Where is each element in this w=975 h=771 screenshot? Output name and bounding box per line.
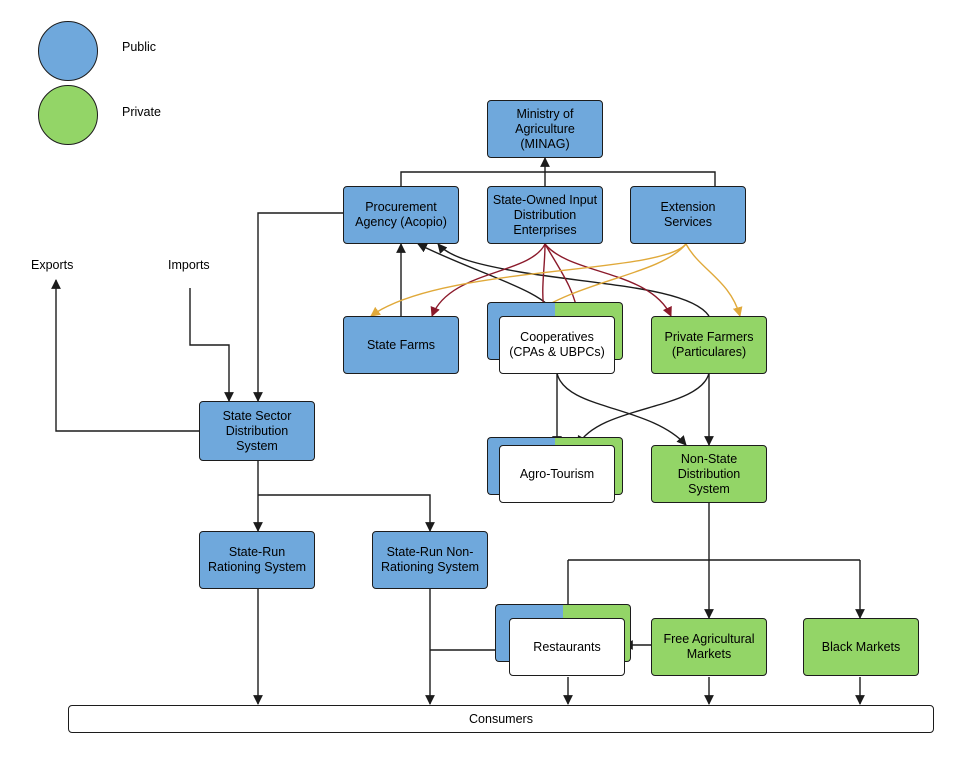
edge-cooperatives-to-nonstate	[556, 372, 687, 446]
legend-public-swatch	[38, 21, 98, 81]
node-free-agricultural-markets: Free Agricultural Markets	[651, 618, 767, 676]
edge-extension-to-statefarms	[370, 243, 687, 317]
node-rationing-system: State-Run Rationing System	[199, 531, 315, 589]
exports-label: Exports	[31, 258, 74, 272]
node-state-sector-distribution: State Sector Distribution System	[199, 401, 315, 461]
node-black-markets: Black Markets	[803, 618, 919, 676]
legend-private-swatch	[38, 85, 98, 145]
legend-private-label: Private	[122, 105, 161, 119]
node-extension-services: Extension Services	[630, 186, 746, 244]
node-private-farmers: Private Farmers (Particulares)	[651, 316, 767, 374]
node-state-farms: State Farms	[343, 316, 459, 374]
edge-privatefarmers-to-agrotourism	[577, 372, 710, 446]
edge-imports-to-state-distribution	[189, 288, 234, 402]
node-consumers: Consumers	[68, 705, 934, 733]
node-non-state-distribution: Non-State Distribution System	[651, 445, 767, 503]
imports-label: Imports	[168, 258, 210, 272]
node-agro-tourism: Agro-Tourism	[499, 445, 615, 503]
edge-procurement-to-state-distribution	[253, 212, 343, 402]
legend-public-label: Public	[122, 40, 157, 54]
node-input-enterprises: State-Owned Input Distribution Enterpris…	[487, 186, 603, 244]
edge-input-to-privatefarmers	[544, 243, 672, 317]
node-restaurants: Restaurants	[509, 618, 625, 676]
node-procurement-agency: Procurement Agency (Acopio)	[343, 186, 459, 244]
edge-extension-to-privatefarmers	[685, 243, 743, 317]
edge-state-distribution-to-non-rationing	[258, 494, 435, 532]
edge-privatefarmers-to-procurement	[437, 243, 710, 317]
edge-state-distribution-to-exports	[51, 279, 200, 432]
node-cooperatives: Cooperatives (CPAs & UBPCs)	[499, 316, 615, 374]
node-non-rationing-system: State-Run Non-Rationing System	[372, 531, 488, 589]
node-minag: Ministry of Agriculture (MINAG)	[487, 100, 603, 158]
edge-input-to-statefarms	[430, 243, 546, 317]
edge-minag-to-agencies	[400, 171, 716, 186]
